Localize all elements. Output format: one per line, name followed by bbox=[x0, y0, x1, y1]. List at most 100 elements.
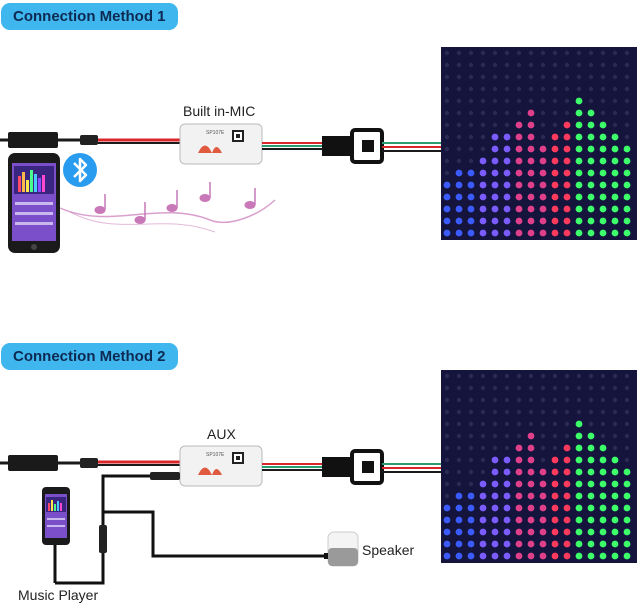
led-pixel bbox=[528, 62, 534, 68]
led-pixel bbox=[504, 110, 510, 116]
led-pixel bbox=[456, 122, 462, 128]
led-pixel bbox=[455, 540, 463, 548]
led-pixel bbox=[624, 385, 630, 391]
led-pixel bbox=[528, 385, 534, 391]
led-pixel bbox=[599, 217, 607, 225]
led-pixel bbox=[456, 50, 462, 56]
led-pixel bbox=[443, 528, 451, 536]
led-pixel bbox=[587, 432, 595, 440]
led-pixel bbox=[527, 205, 535, 213]
led-pixel bbox=[563, 133, 571, 141]
led-pixel bbox=[563, 181, 571, 189]
led-pixel bbox=[491, 217, 499, 225]
led-pixel bbox=[576, 397, 582, 403]
led-pixel bbox=[587, 540, 595, 548]
led-pixel bbox=[575, 516, 583, 524]
led-pixel bbox=[503, 145, 511, 153]
led-pixel bbox=[563, 552, 571, 560]
led-pixel bbox=[551, 229, 559, 237]
led-pixel bbox=[587, 480, 595, 488]
led-pixel bbox=[444, 385, 450, 391]
led-pixel bbox=[443, 181, 451, 189]
led-pixel bbox=[479, 157, 487, 165]
led-pixel bbox=[587, 444, 595, 452]
led-pixel bbox=[563, 157, 571, 165]
led-pixel bbox=[444, 457, 450, 463]
led-pixel bbox=[492, 110, 498, 116]
led-pixel bbox=[552, 445, 558, 451]
led-pixel bbox=[551, 480, 559, 488]
led-pixel bbox=[539, 229, 547, 237]
led-pixel bbox=[540, 421, 546, 427]
led-pixel bbox=[611, 145, 619, 153]
led-pixel bbox=[516, 110, 522, 116]
led-pixel bbox=[444, 146, 450, 152]
led-pixel bbox=[575, 229, 583, 237]
led-pixel bbox=[443, 193, 451, 201]
led-pixel bbox=[444, 421, 450, 427]
led-pixel bbox=[467, 217, 475, 225]
led-pixel bbox=[600, 373, 606, 379]
led-pixel bbox=[587, 157, 595, 165]
led-pixel bbox=[552, 74, 558, 80]
led-pixel bbox=[480, 50, 486, 56]
led-pixel bbox=[564, 86, 570, 92]
led-pixel bbox=[587, 528, 595, 536]
led-pixel bbox=[563, 205, 571, 213]
led-pixel bbox=[492, 421, 498, 427]
led-pixel bbox=[515, 217, 523, 225]
led-pixel bbox=[516, 62, 522, 68]
led-pixel bbox=[479, 193, 487, 201]
led-pixel bbox=[575, 456, 583, 464]
led-pixel bbox=[527, 109, 535, 117]
led-pixel bbox=[491, 229, 499, 237]
led-pixel bbox=[455, 229, 463, 237]
led-pixel bbox=[575, 444, 583, 452]
led-pixel bbox=[539, 157, 547, 165]
led-pixel bbox=[576, 409, 582, 415]
led-pixel bbox=[624, 74, 630, 80]
led-pixel bbox=[455, 552, 463, 560]
led-pixel bbox=[540, 445, 546, 451]
led-pixel bbox=[504, 433, 510, 439]
led-pixel bbox=[623, 480, 631, 488]
led-pixel bbox=[515, 456, 523, 464]
led-pixel bbox=[623, 181, 631, 189]
aux-label: AUX bbox=[207, 426, 236, 442]
led-pixel bbox=[515, 528, 523, 536]
led-pixel bbox=[468, 86, 474, 92]
led-pixel bbox=[587, 169, 595, 177]
led-pixel bbox=[503, 193, 511, 201]
led-pixel bbox=[492, 50, 498, 56]
led-pixel bbox=[516, 433, 522, 439]
led-pixel bbox=[515, 181, 523, 189]
led-pixel bbox=[623, 540, 631, 548]
led-pixel bbox=[600, 110, 606, 116]
led-pixel bbox=[456, 397, 462, 403]
led-pixel bbox=[504, 98, 510, 104]
led-pixel bbox=[467, 169, 475, 177]
led-pixel bbox=[587, 229, 595, 237]
led-pixel bbox=[575, 504, 583, 512]
led-pixel bbox=[504, 373, 510, 379]
led-pixel bbox=[600, 385, 606, 391]
led-pixel bbox=[623, 193, 631, 201]
led-pixel bbox=[540, 62, 546, 68]
led-pixel bbox=[528, 86, 534, 92]
led-pixel bbox=[600, 74, 606, 80]
led-pixel bbox=[492, 433, 498, 439]
led-pixel bbox=[611, 169, 619, 177]
led-pixel bbox=[468, 445, 474, 451]
led-pixel bbox=[563, 444, 571, 452]
led-pixel bbox=[588, 397, 594, 403]
led-pixel bbox=[455, 193, 463, 201]
led-pixel bbox=[575, 121, 583, 129]
led-pixel bbox=[503, 217, 511, 225]
led-pixel bbox=[611, 516, 619, 524]
led-pixel bbox=[599, 205, 607, 213]
led-pixel bbox=[492, 86, 498, 92]
led-pixel bbox=[444, 409, 450, 415]
led-pixel bbox=[587, 133, 595, 141]
led-pixel bbox=[516, 397, 522, 403]
led-pixel bbox=[527, 181, 535, 189]
